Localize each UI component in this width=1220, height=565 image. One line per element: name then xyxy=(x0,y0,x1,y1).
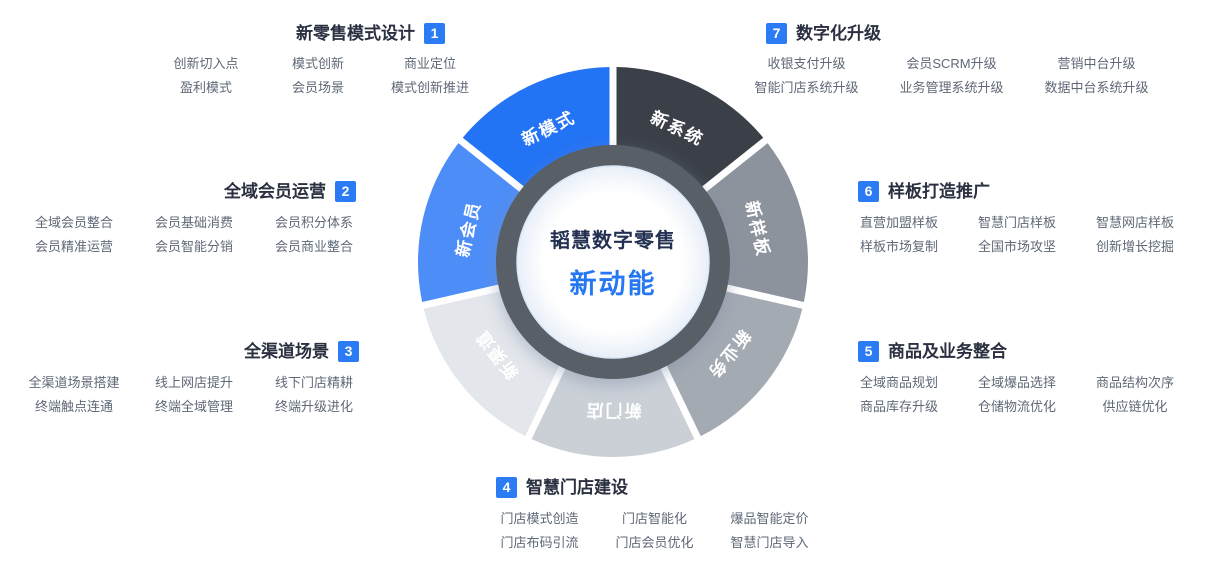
section-item: 营销中台升级 xyxy=(1057,56,1136,71)
section-4-items: 门店模式创造 门店智能化 爆品智能定价 门店布码引流 门店会员优化 智慧门店导入 xyxy=(482,511,827,550)
section-4-title: 智慧门店建设 xyxy=(526,478,628,497)
section-item: 创新增长挖掘 xyxy=(1095,239,1174,254)
wheel-segment-label: 新门店 xyxy=(585,401,642,421)
section-item: 业务管理系统升级 xyxy=(899,80,1004,95)
section-item: 终端升级进化 xyxy=(274,399,353,414)
section-2-number-badge: 2 xyxy=(335,181,356,202)
section-item: 全国市场攻坚 xyxy=(977,239,1056,254)
section-item: 全域会员整合 xyxy=(34,215,113,230)
section-item: 商品结构次序 xyxy=(1095,375,1174,390)
section-item: 盈利模式 xyxy=(179,80,232,95)
section-item: 门店模式创造 xyxy=(500,511,579,526)
section-item: 智能门店系统升级 xyxy=(754,80,859,95)
section-3-items: 全渠道场景搭建 线上网店提升 线下门店精耕 终端触点连通 终端全域管理 终端升级… xyxy=(14,375,374,414)
section-item: 会员精准运营 xyxy=(34,239,113,254)
section-item: 会员场景 xyxy=(291,80,344,95)
section-item: 门店智能化 xyxy=(621,511,687,526)
section-7-title-row: 7 数字化升级 xyxy=(766,23,881,44)
section-1-items: 创新切入点 模式创新 商业定位 盈利模式 会员场景 模式创新推进 xyxy=(150,56,486,95)
section-item: 会员智能分销 xyxy=(154,239,233,254)
wheel-segment-4 xyxy=(531,356,695,458)
section-4-title-row: 4 智慧门店建设 xyxy=(496,477,628,498)
wheel-center-disc xyxy=(516,165,710,359)
section-1-number-badge: 1 xyxy=(424,23,445,44)
section-2-items: 全域会员整合 会员基础消费 会员积分体系 会员精准运营 会员智能分销 会员商业整… xyxy=(14,215,374,254)
section-item: 爆品智能定价 xyxy=(730,511,809,526)
section-5-number-badge: 5 xyxy=(858,341,879,362)
section-item: 智慧网店样板 xyxy=(1095,215,1174,230)
section-3-number-badge: 3 xyxy=(338,341,359,362)
section-7-number-badge: 7 xyxy=(766,23,787,44)
section-5-items: 全域商品规划 全域爆品选择 商品结构次序 商品库存升级 仓储物流优化 供应链优化 xyxy=(840,375,1194,414)
section-item: 模式创新推进 xyxy=(390,80,469,95)
section-item: 智慧门店样板 xyxy=(977,215,1056,230)
section-3-title-row: 全渠道场景 3 xyxy=(244,341,359,362)
section-item: 终端触点连通 xyxy=(34,399,113,414)
section-item: 仓储物流优化 xyxy=(977,399,1056,414)
section-item: 全域爆品选择 xyxy=(977,375,1056,390)
section-4-number-badge: 4 xyxy=(496,477,517,498)
section-6-items: 直营加盟样板 智慧门店样板 智慧网店样板 样板市场复制 全国市场攻坚 创新增长挖… xyxy=(840,215,1194,254)
section-item: 线上网店提升 xyxy=(154,375,233,390)
section-item: 全渠道场景搭建 xyxy=(28,375,120,390)
section-5-title-row: 5 商品及业务整合 xyxy=(858,341,1007,362)
section-7-items: 收银支付升级 会员SCRM升级 营销中台升级 智能门店系统升级 业务管理系统升级… xyxy=(734,56,1169,95)
section-item: 终端全域管理 xyxy=(154,399,233,414)
section-6-number-badge: 6 xyxy=(858,181,879,202)
section-item: 直营加盟样板 xyxy=(859,215,938,230)
section-item: 智慧门店导入 xyxy=(730,535,809,550)
section-3-title: 全渠道场景 xyxy=(244,342,329,361)
section-item: 商业定位 xyxy=(403,56,456,71)
section-item: 收银支付升级 xyxy=(767,56,846,71)
section-2-title: 全域会员运营 xyxy=(224,182,326,201)
section-item: 会员商业整合 xyxy=(274,239,353,254)
section-7-title: 数字化升级 xyxy=(796,24,881,43)
section-item: 会员积分体系 xyxy=(274,215,353,230)
section-item: 供应链优化 xyxy=(1102,399,1168,414)
section-item: 门店会员优化 xyxy=(615,535,694,550)
section-item: 商品库存升级 xyxy=(859,399,938,414)
section-item: 线下门店精耕 xyxy=(274,375,353,390)
section-1-title-row: 新零售模式设计 1 xyxy=(296,23,445,44)
section-6-title-row: 6 样板打造推广 xyxy=(858,181,990,202)
section-item: 门店布码引流 xyxy=(500,535,579,550)
section-item: 会员SCRM升级 xyxy=(906,56,997,71)
section-6-title: 样板打造推广 xyxy=(888,182,990,201)
section-item: 样板市场复制 xyxy=(859,239,938,254)
section-1-title: 新零售模式设计 xyxy=(296,24,415,43)
section-2-title-row: 全域会员运营 2 xyxy=(224,181,356,202)
section-5-title: 商品及业务整合 xyxy=(888,342,1007,361)
section-item: 会员基础消费 xyxy=(154,215,233,230)
section-item: 创新切入点 xyxy=(173,56,239,71)
section-item: 模式创新 xyxy=(291,56,344,71)
section-item: 数据中台系统升级 xyxy=(1044,80,1149,95)
section-item: 全域商品规划 xyxy=(859,375,938,390)
